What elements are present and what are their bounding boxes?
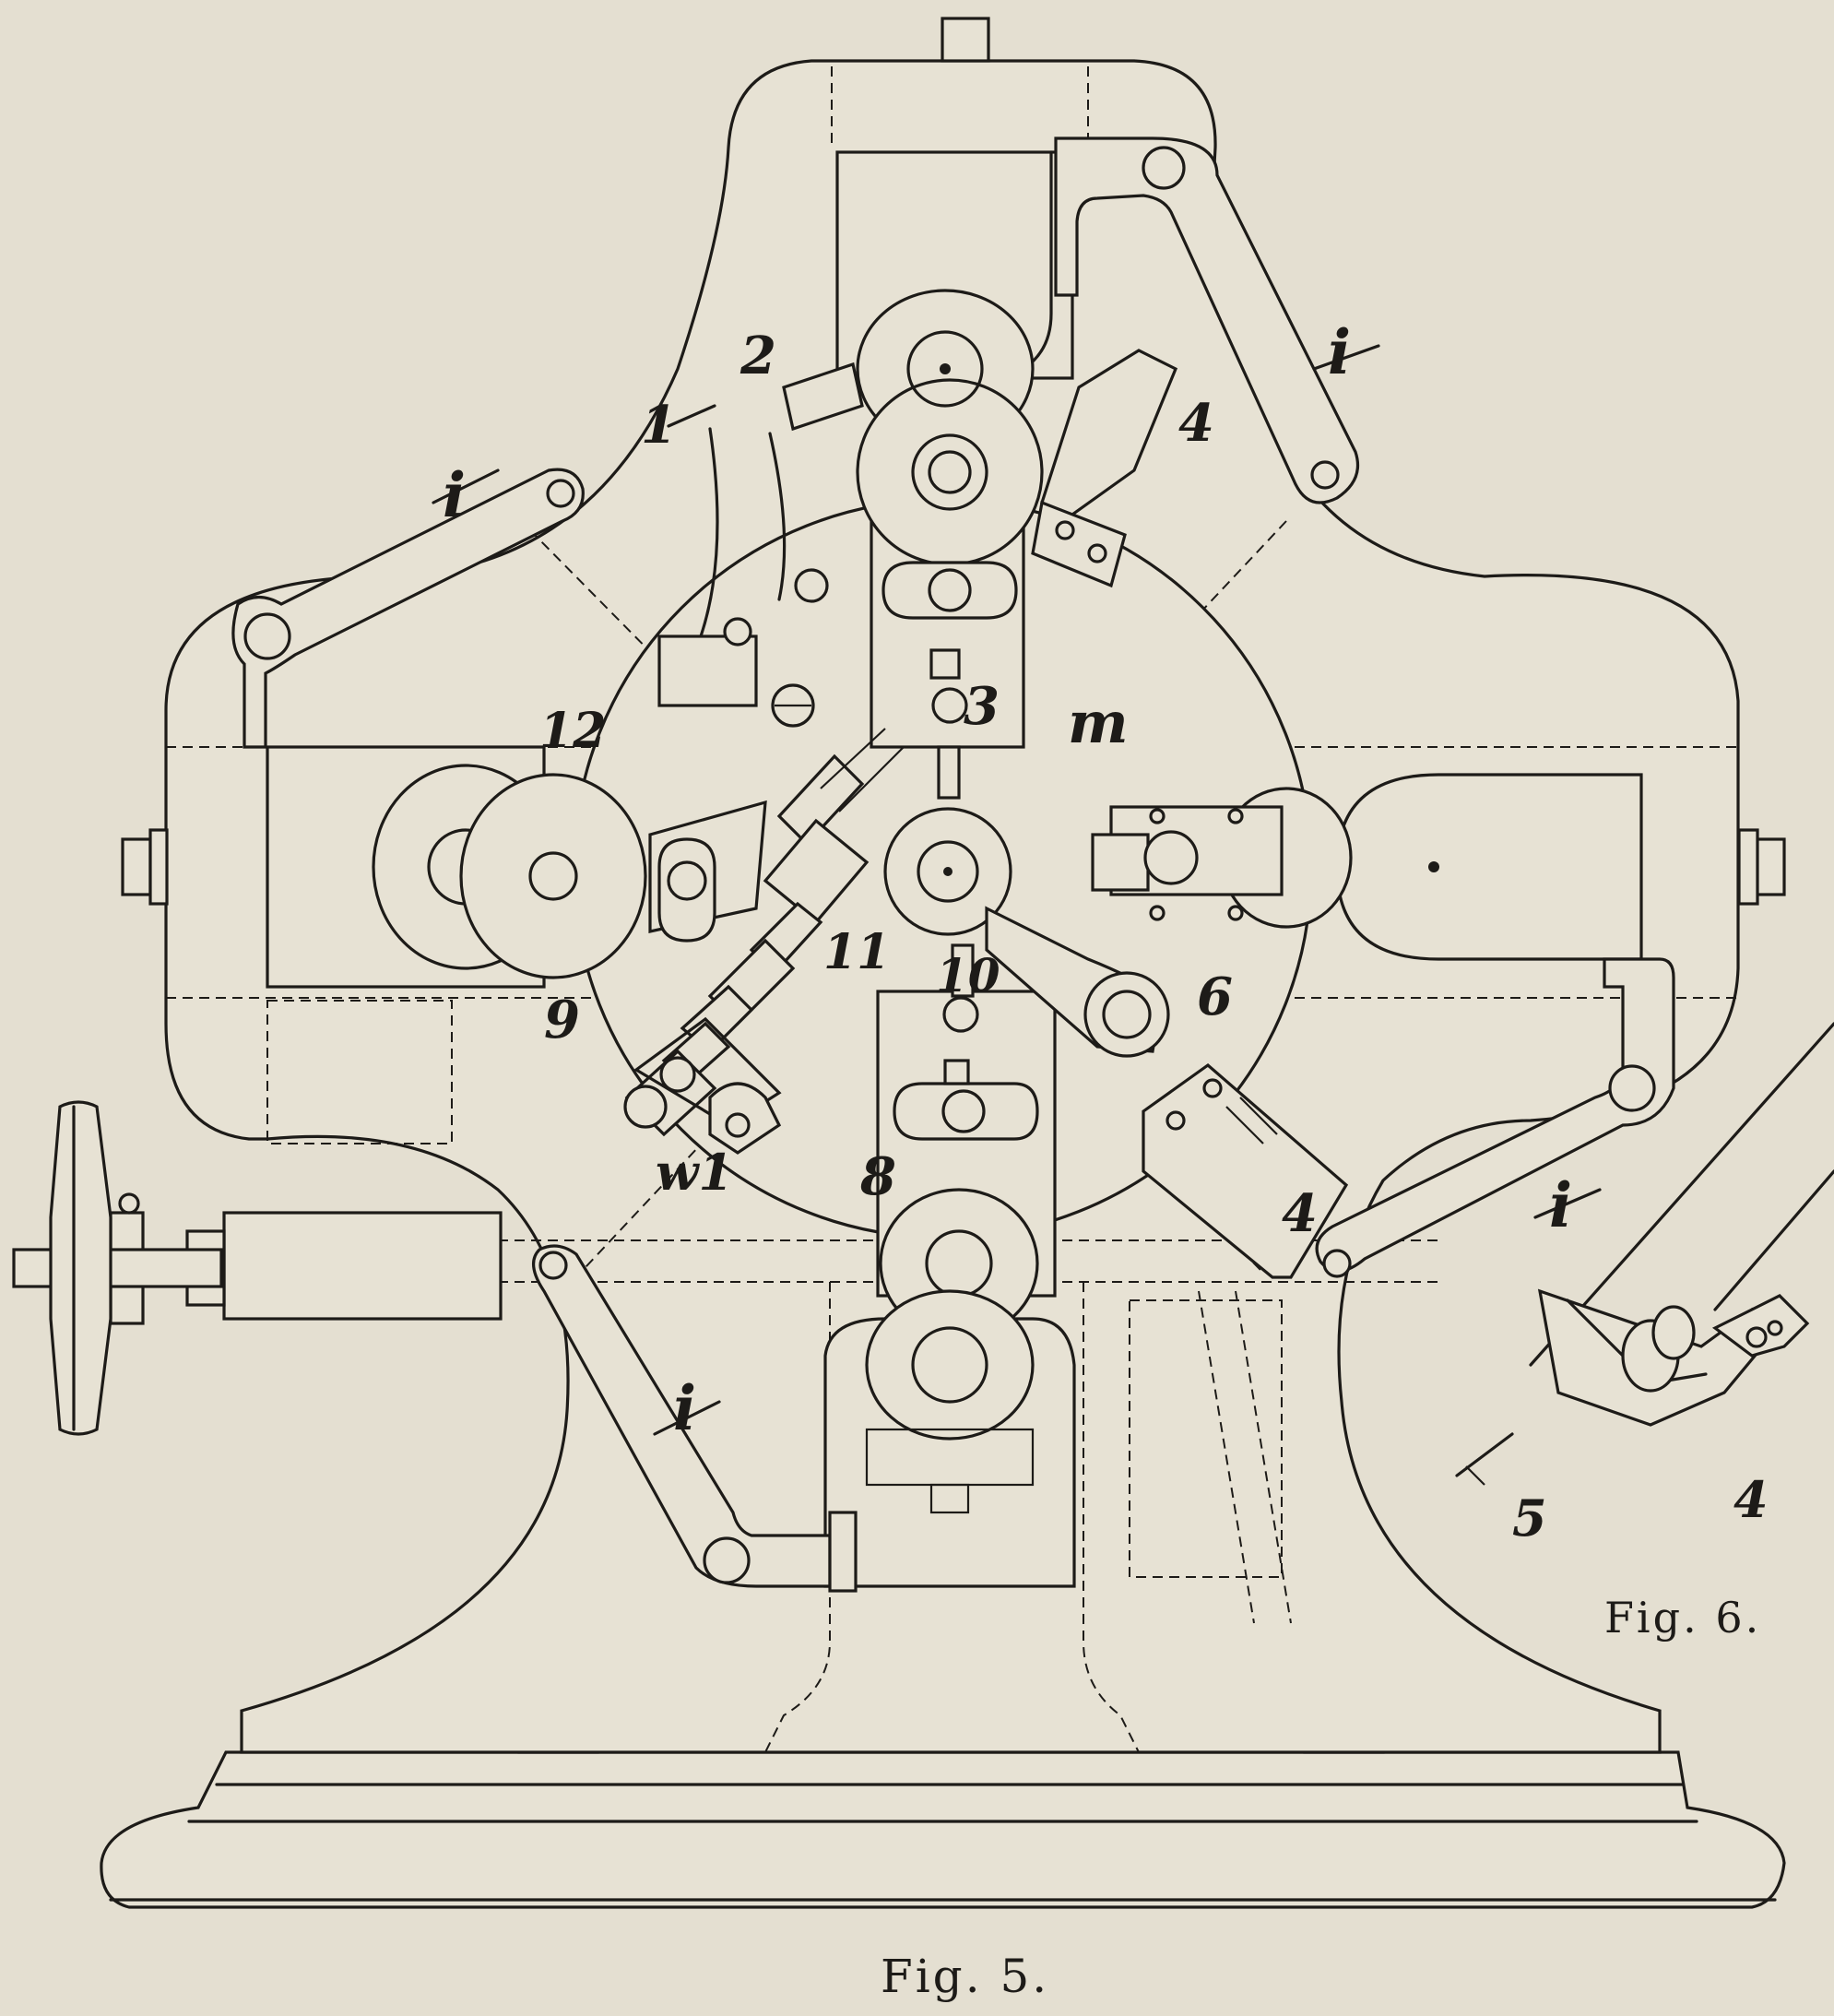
left-tool-station [266, 745, 767, 989]
link-arms [231, 136, 1675, 1593]
label-9: 9 [544, 990, 580, 1050]
label-12: 12 [539, 703, 606, 759]
bottom-tool-station [823, 990, 1076, 1588]
fig6-label-5: 5 [1512, 1488, 1547, 1548]
upper-left-tool [657, 362, 864, 728]
fig6-caption: Fig. 6. [1604, 1593, 1761, 1642]
label-8: 8 [859, 1146, 896, 1207]
fig6-detail [1455, 1022, 1834, 1486]
right-tool-station [1091, 773, 1643, 961]
fig5-caption: Fig. 5. [881, 1950, 1049, 2003]
reference-labels: 1 2 3 4 4 6 8 9 10 11 12 m w1 i i i i 4 … [432, 316, 1769, 1548]
label-m: m [1068, 689, 1129, 756]
label-6: 6 [1197, 966, 1233, 1027]
label-2: 2 [740, 326, 776, 386]
label-i-topright: i [1328, 316, 1351, 388]
fig6-label-4: 4 [1733, 1470, 1769, 1529]
top-tool-station [835, 150, 1074, 749]
label-i-bottomleft: i [673, 1372, 696, 1444]
center-hub-and-arm [883, 745, 1170, 1058]
diagonal-spindle [623, 728, 905, 1155]
label-4-top: 4 [1178, 393, 1214, 454]
label-4-lower: 4 [1282, 1183, 1318, 1244]
pulley-drive [12, 1100, 503, 1436]
upper-right-tool [1031, 349, 1178, 588]
lower-right-tool [1142, 1062, 1349, 1279]
label-w1: w1 [656, 1143, 733, 1202]
label-10: 10 [936, 948, 1000, 1002]
label-11: 11 [823, 924, 890, 980]
label-3: 3 [964, 676, 1000, 737]
